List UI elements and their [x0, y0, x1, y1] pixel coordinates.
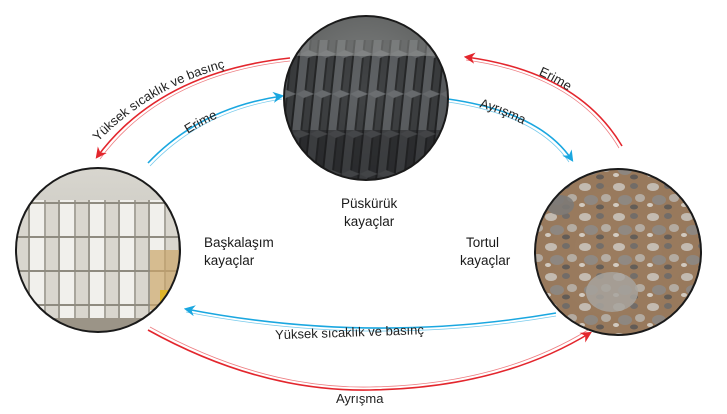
- metamorphic-rock-image: [15, 167, 181, 333]
- label-top-right-blue: Ayrışma: [478, 96, 529, 128]
- igneous-label-line2: kayaçlar: [344, 214, 395, 229]
- metamorphic-label-line1: Başkalaşım: [204, 235, 274, 250]
- igneous-label-line1: Püskürük: [341, 196, 398, 211]
- arrow-sedimentary-to-igneous: [463, 52, 623, 149]
- label-bottom-blue: Yüksek sıcaklık ve basınç: [275, 322, 425, 342]
- arrow-igneous-to-metamorphic: [95, 57, 291, 160]
- arrow-metamorphic-to-igneous: [147, 91, 285, 167]
- sedimentary-label-line1: Tortul: [466, 235, 499, 250]
- igneous-rock-image: [283, 15, 449, 181]
- arrow-sedimentary-to-metamorphic: [183, 305, 557, 332]
- metamorphic-label-line2: kayaçlar: [204, 253, 255, 268]
- sedimentary-label-line2: kayaçlar: [460, 253, 511, 268]
- arrow-igneous-to-sedimentary: [447, 98, 574, 163]
- label-top-left-blue: Erime: [182, 107, 219, 136]
- arrow-metamorphic-to-sedimentary: [147, 326, 592, 391]
- label-bottom-red: Ayrışma: [336, 391, 384, 406]
- sedimentary-rock-image: [534, 168, 702, 336]
- label-top-right-red: Erime: [537, 64, 575, 94]
